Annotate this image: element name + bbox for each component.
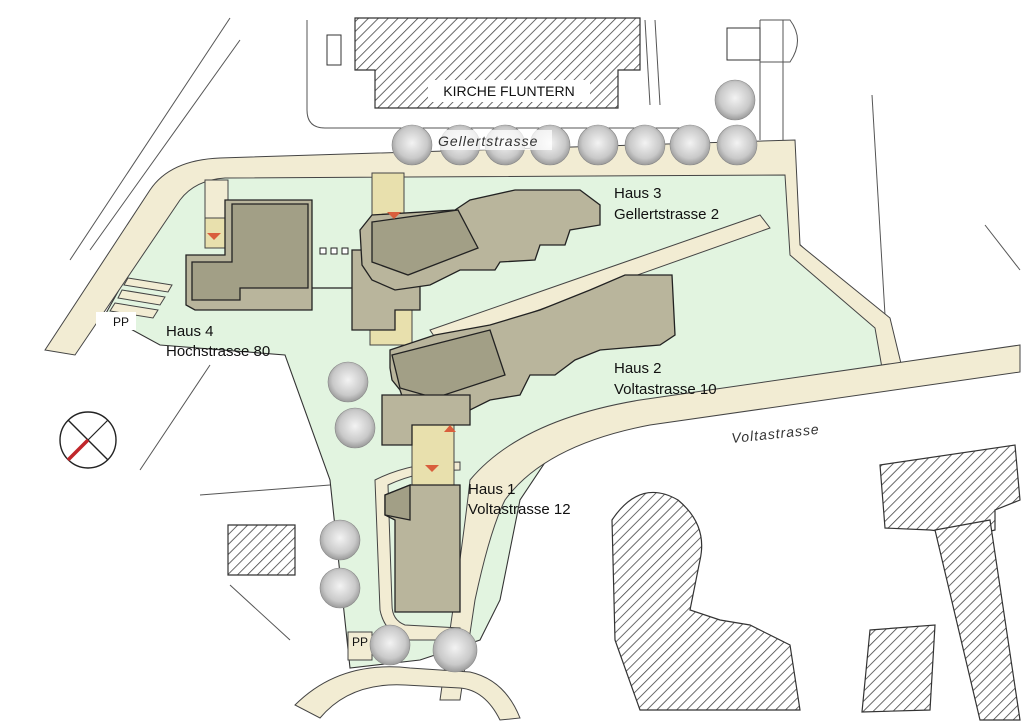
north-arrow-icon (59, 411, 117, 469)
street-label-voltastrasse: Voltastrasse (731, 421, 821, 446)
tree-icon (391, 124, 433, 166)
tree-icon (369, 624, 411, 666)
entrance-markers (207, 212, 456, 472)
tree-icon (716, 124, 758, 166)
tree-icon (319, 567, 361, 609)
entrance-triangle-icon (425, 465, 439, 472)
tree-icon (669, 124, 711, 166)
haus-2-address: Voltastrasse 10 (614, 381, 717, 398)
tree-icon (624, 124, 666, 166)
parking-label-south: PP (352, 635, 368, 649)
haus-2-name: Haus 2 (614, 360, 662, 377)
haus-4-address: Hochstrasse 80 (166, 343, 270, 360)
background-linework (69, 17, 1021, 641)
church-label: KIRCHE FLUNTERN (443, 83, 574, 99)
entrance-triangle-icon (387, 212, 401, 219)
entrance-triangle-icon (207, 233, 221, 240)
tree-icon (714, 79, 756, 121)
neighbor-buildings (227, 444, 1021, 721)
tree-icon (319, 519, 361, 561)
haus-1-address: Voltastrasse 12 (468, 501, 571, 518)
parking-label-north-west: PP (113, 315, 129, 329)
trees (319, 79, 758, 673)
tree-icon (334, 407, 376, 449)
haus-3-name: Haus 3 (614, 185, 662, 202)
buildings (185, 189, 676, 613)
window-markers (319, 247, 349, 255)
church-building: KIRCHE FLUNTERN (326, 17, 761, 109)
haus-4-name: Haus 4 (166, 323, 214, 340)
building-labels: Haus 3 Gellertstrasse 2 Haus 4 Hochstras… (166, 185, 719, 518)
entrance-triangle-icon (444, 425, 456, 432)
tree-icon (432, 627, 478, 673)
haus-3-address: Gellertstrasse 2 (614, 206, 719, 223)
street-label-gellertstrasse: Gellertstrasse (438, 133, 538, 149)
tree-icon (577, 124, 619, 166)
tree-icon (327, 361, 369, 403)
haus-1-name: Haus 1 (468, 481, 516, 498)
building-connectors (204, 172, 455, 486)
